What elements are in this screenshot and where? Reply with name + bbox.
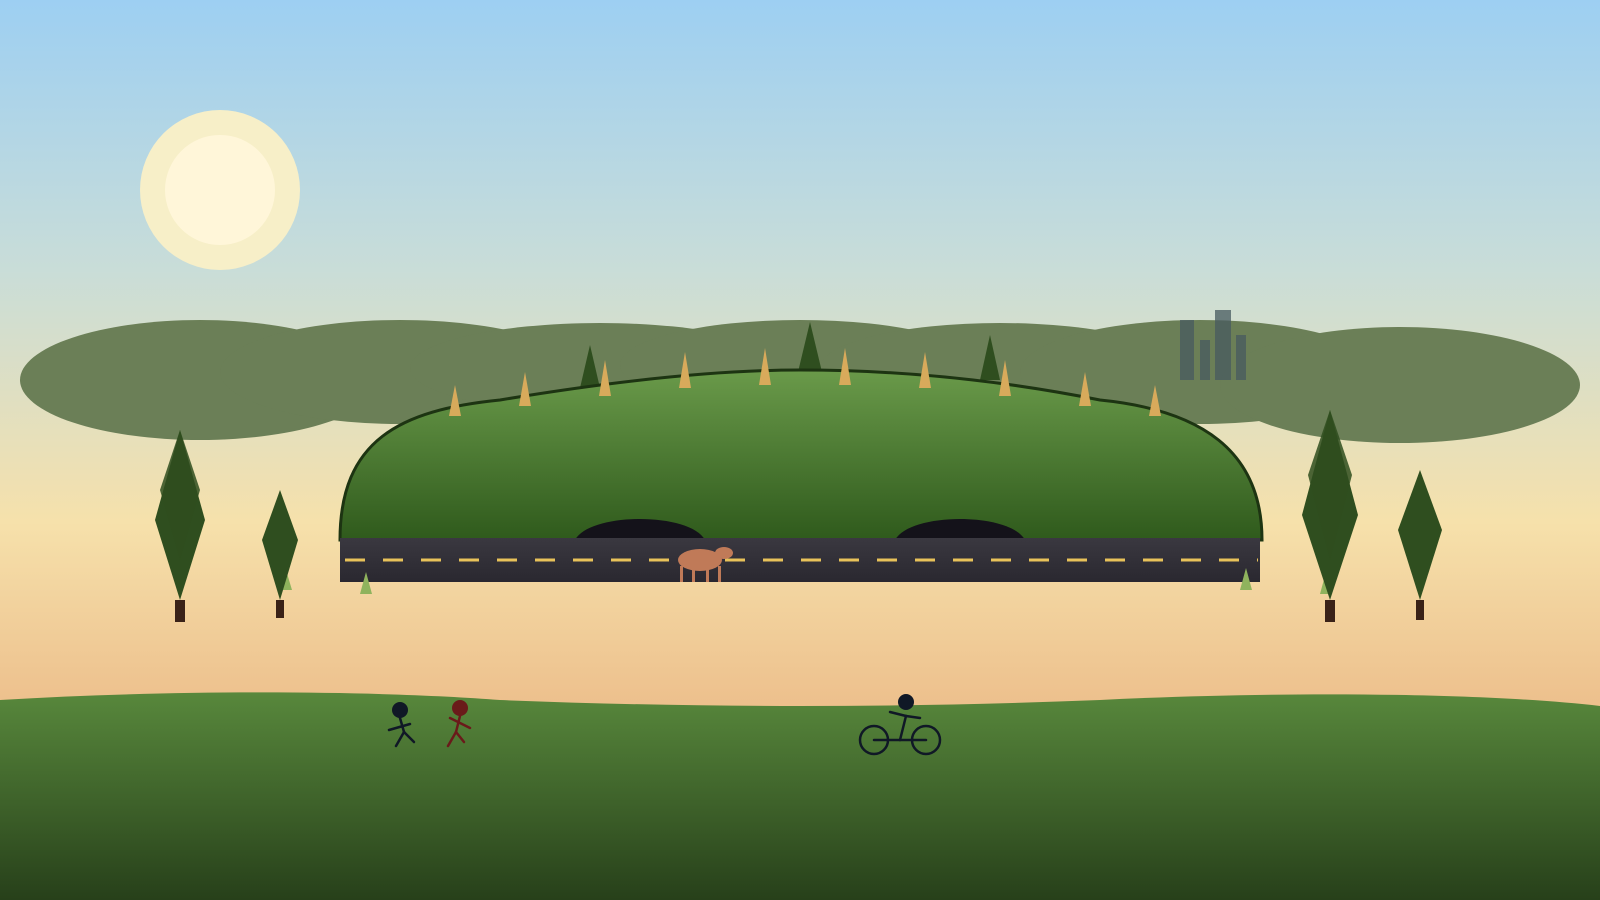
two-walking-people xyxy=(387,700,472,748)
tunnel-left xyxy=(575,519,705,540)
tunnel-right xyxy=(895,519,1025,540)
deer xyxy=(678,547,733,582)
tree-right-small xyxy=(1398,470,1442,620)
city-skyline xyxy=(1180,310,1246,380)
overpass-grass xyxy=(449,348,1161,416)
green-overpass xyxy=(338,368,1264,542)
grass-meadow xyxy=(0,692,1600,900)
tree-left-small xyxy=(262,490,298,618)
sun xyxy=(140,110,300,270)
cyclist xyxy=(858,694,942,756)
tree-right-large xyxy=(1302,410,1358,622)
tree-left-large xyxy=(155,430,205,622)
walker-dark xyxy=(387,702,416,748)
highway xyxy=(340,538,1260,582)
walker-red xyxy=(446,700,472,748)
cypress-trees xyxy=(155,410,1442,622)
overpass-pines xyxy=(580,322,1000,388)
